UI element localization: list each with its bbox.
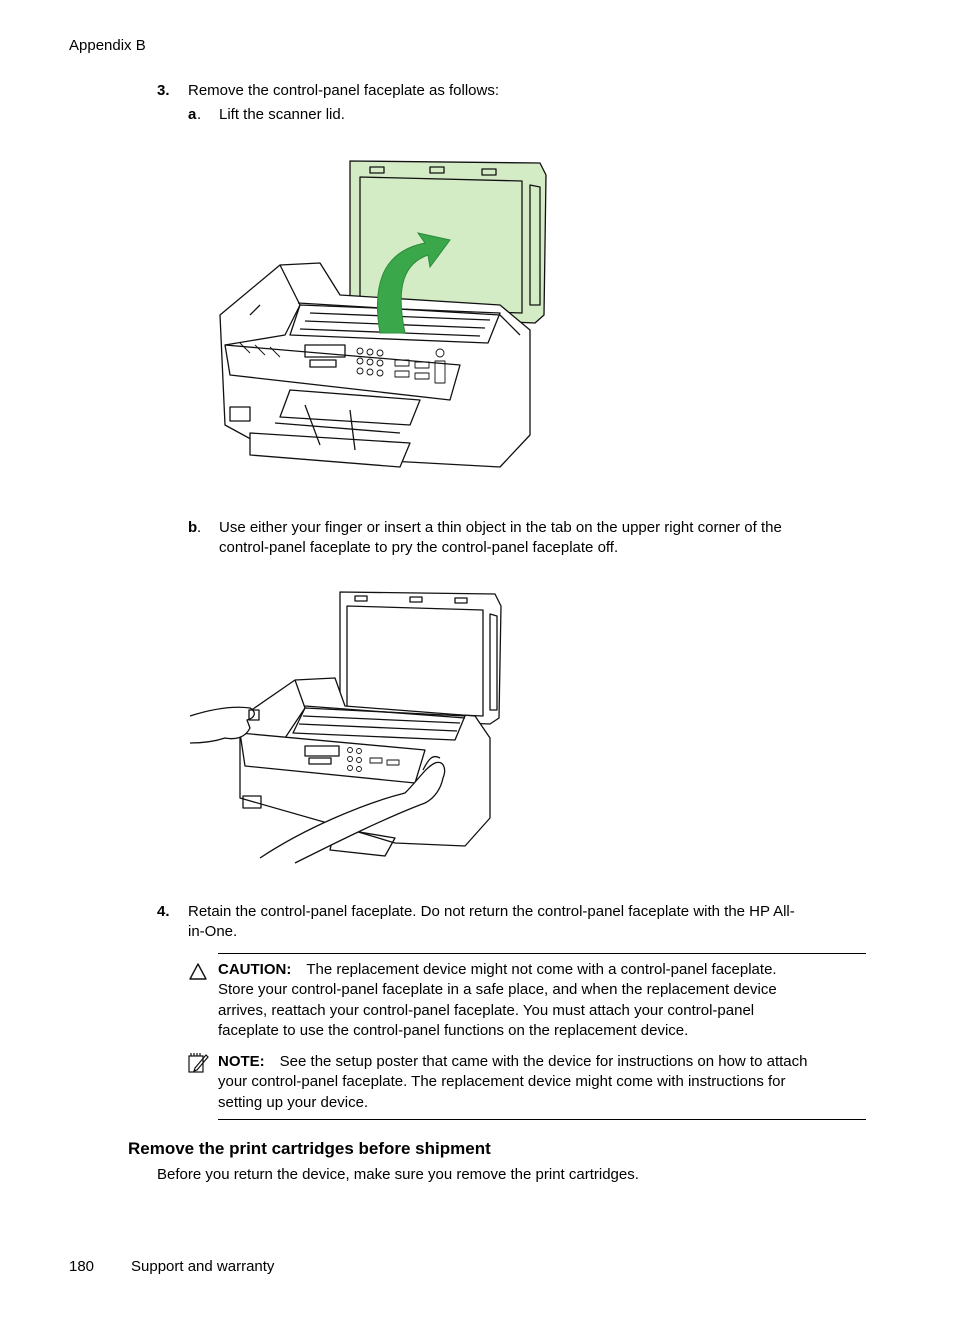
caution-label: CAUTION: [218,961,292,978]
note-label: NOTE: [218,1053,265,1070]
step-4-text-line2: in-One. [188,923,238,940]
step-3-text: Remove the control-panel faceplate as fo… [188,82,500,99]
step-3b-text-line1: Use either your finger or insert a thin … [219,519,782,536]
step-4-text-line1: Retain the control-panel faceplate. Do n… [188,903,795,920]
footer-title: Support and warranty [131,1258,275,1275]
caution-icon [189,963,207,980]
step-3a-letter: a [188,106,197,123]
step-4-number: 4. [157,903,170,920]
note-line3: setting up your device. [218,1094,369,1111]
note-icon [188,1053,209,1073]
faceplate-removal-illustration [189,591,502,864]
step-3-number: 3. [157,82,170,99]
section-body: Before you return the device, make sure … [157,1166,639,1183]
admonition-bottom-rule [218,1119,866,1120]
note-line1: NOTE:See the setup poster that came with… [218,1053,808,1070]
step-3b-text-line2: control-panel faceplate to pry the contr… [219,539,619,556]
note-line2: your control-panel faceplate. The replac… [218,1073,786,1090]
section-heading: Remove the print cartridges before shipm… [128,1139,491,1158]
caution-line2: Store your control-panel faceplate in a … [218,981,777,998]
admonition-top-rule [218,953,866,954]
page-number: 180 [69,1258,95,1275]
caution-line3: arrives, reattach your control-panel fac… [218,1002,755,1019]
running-head: Appendix B [69,37,146,54]
printer-lid-lift-illustration [219,160,547,468]
caution-line4: faceplate to use the control-panel funct… [218,1022,689,1039]
step-3a-text: Lift the scanner lid. [219,106,345,123]
caution-line1: CAUTION:The replacement device might not… [218,961,777,978]
step-3b-letter: b [188,519,198,536]
